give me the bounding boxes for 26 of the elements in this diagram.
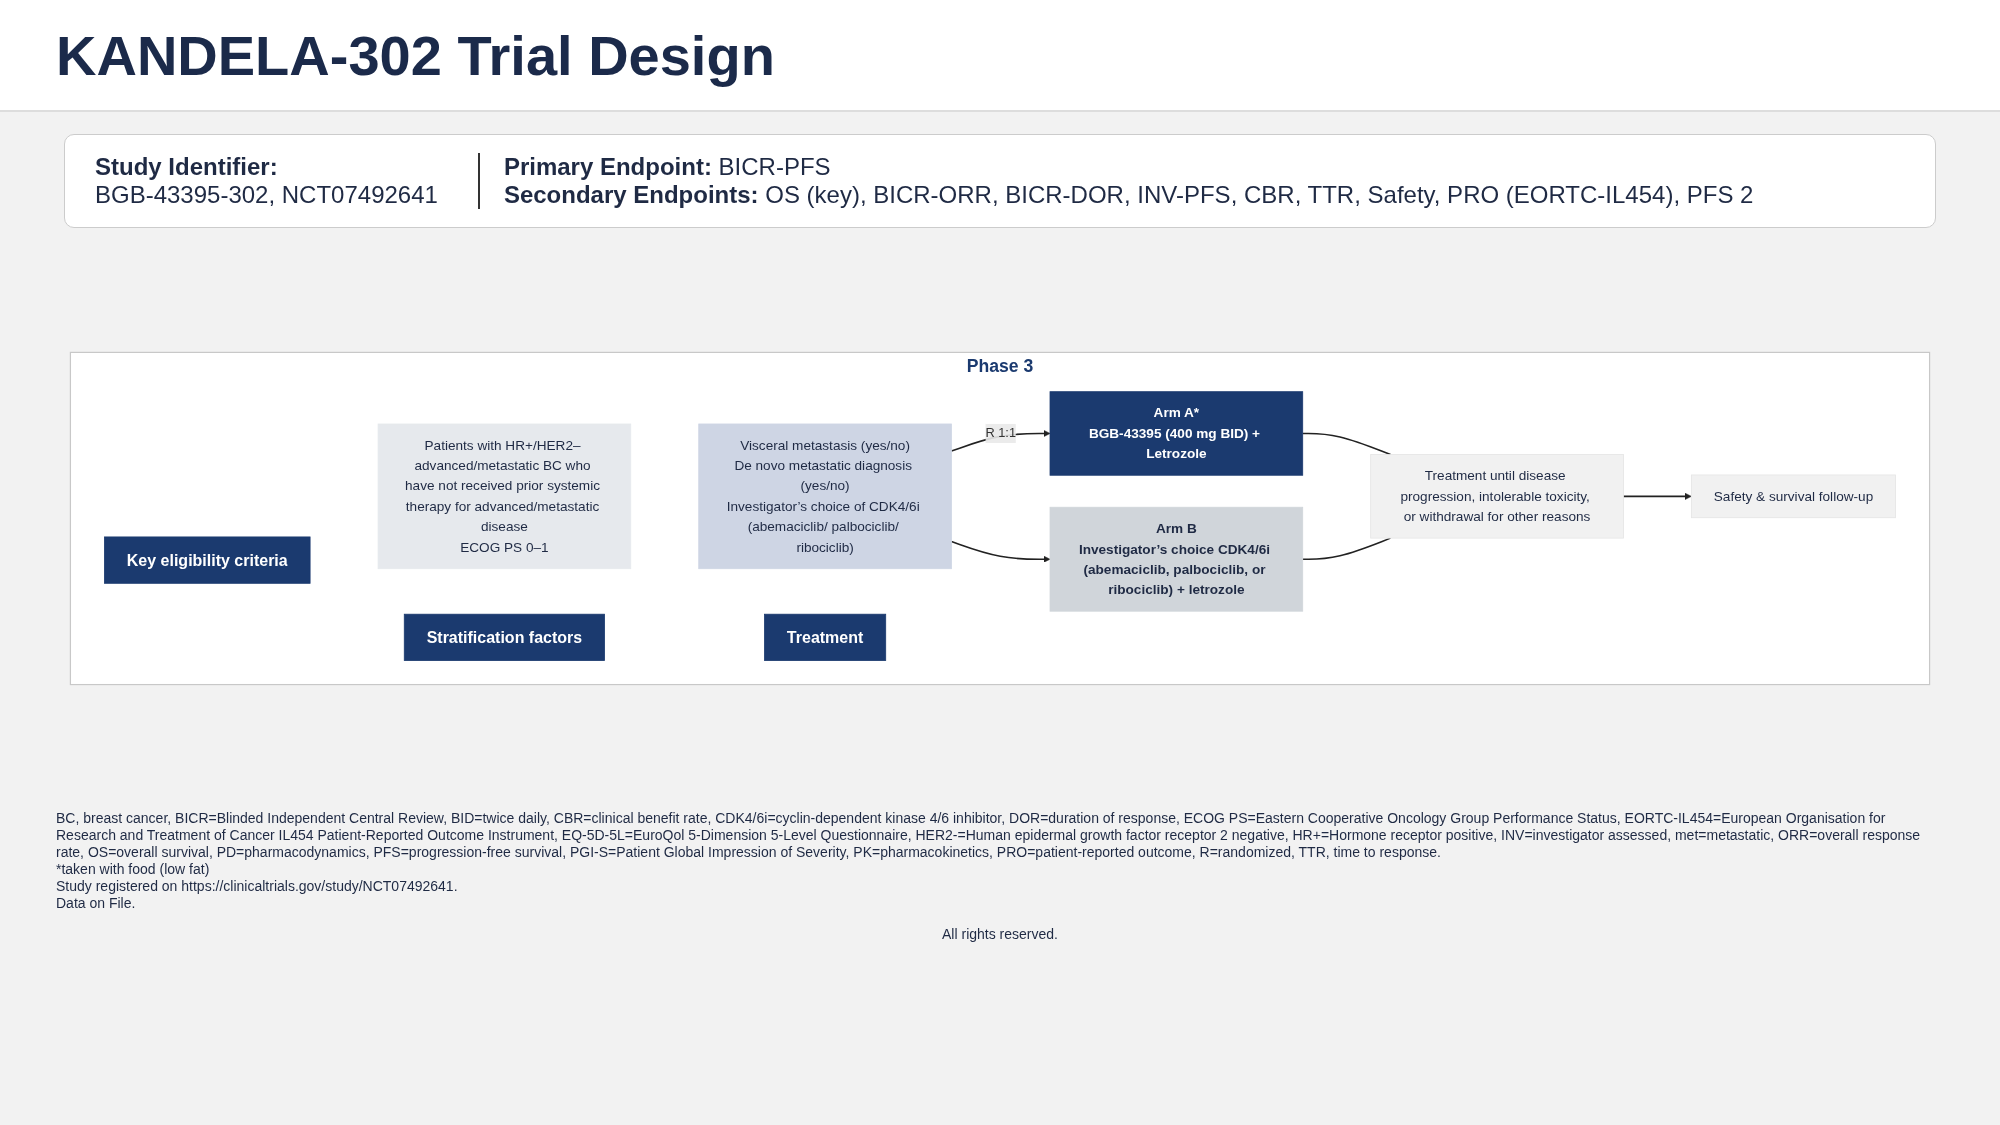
edge-label: R 1:1 (985, 425, 1017, 440)
node-box: Safety & survival follow-up (1690, 474, 1896, 518)
footnote: Data on File. (56, 895, 136, 911)
node-box: Visceral metastasis (yes/no) De novo metastatic diagnosis (yes/no) Investigator’s choice of CDK4/6i (abemaciclib/ palbociclib/ ribociclib) (698, 423, 952, 569)
node-box: Stratification factors (403, 613, 605, 661)
field-value: OS (key), BICR-ORR, BICR-DOR, INV-PFS, CBR, TTR, Safety, PRO (EORTC-IL454), PFS 2 (765, 181, 1754, 208)
footnote: *taken with food (low fat) (56, 861, 210, 877)
abbreviations-note: BC, breast cancer, BICR=Blinded Independent Central Review, BID=twice daily, CBR=clinical benefit rate, CDK4/6i=cyclin-dependent kinase 4/6 inhibitor, DOR=duration of response, ECOG PS=Eastern Cooperative Oncology Group Performance Status, EORTC-IL454=European Organisation for Research and Treatment of Cancer IL454 Patient-Reported Outcome Instrument, EQ-5D-5L=EuroQol 5-Dimension 5-Level Questionnaire, HER2-=Human epidermal growth factor receptor 2 negative, HR+=Hormone receptor positive, INV=investigator assessed, met=metastatic, ORR=overall response rate, OS=overall survival, PD=pharmacodynamics, PFS=progression-free survival, PGI-S=Patient Global Impression of Severity, PK=pharmacokinetics, PRO=patient-reported outcome, R=randomized, TTR, time to response. (56, 810, 1921, 860)
field-label: Secondary Endpoints: (503, 181, 759, 208)
connector (1301, 432, 1392, 455)
node-box: Arm A* BGB-43395 (400 mg BID) + Letrozole (1049, 390, 1304, 476)
node-box: Key eligibility criteria (104, 536, 311, 584)
node-box: Treatment until disease progression, intolerable toxicity, or withdrawal for other reasons (1370, 453, 1624, 539)
field-value: BICR-PFS (718, 153, 831, 180)
field-label: Primary Endpoint: (503, 153, 712, 180)
node-box: Arm B Investigator’s choice CDK4/6i (abemaciclib, palbociclib, or ribociclib) + letrozole (1049, 506, 1304, 612)
node-box: Treatment (764, 613, 887, 661)
title: KANDELA-302 Trial Design (56, 22, 775, 88)
footnote: Study registered on https://clinicaltrials.gov/study/NCT07492641. (56, 878, 458, 894)
node-box: Patients with HR+/HER2– advanced/metastatic BC who have not received prior systemic therapy for advanced/metastatic disease ECOG PS 0–1 (377, 423, 632, 569)
field-label: Study Identifier: (95, 153, 278, 180)
connector (1301, 536, 1392, 560)
arrow (950, 540, 1051, 563)
field-value: BGB-43395-302, NCT07492641 (95, 181, 438, 208)
arrow (1622, 492, 1692, 500)
copyright-note: All rights reserved. (942, 926, 1058, 942)
